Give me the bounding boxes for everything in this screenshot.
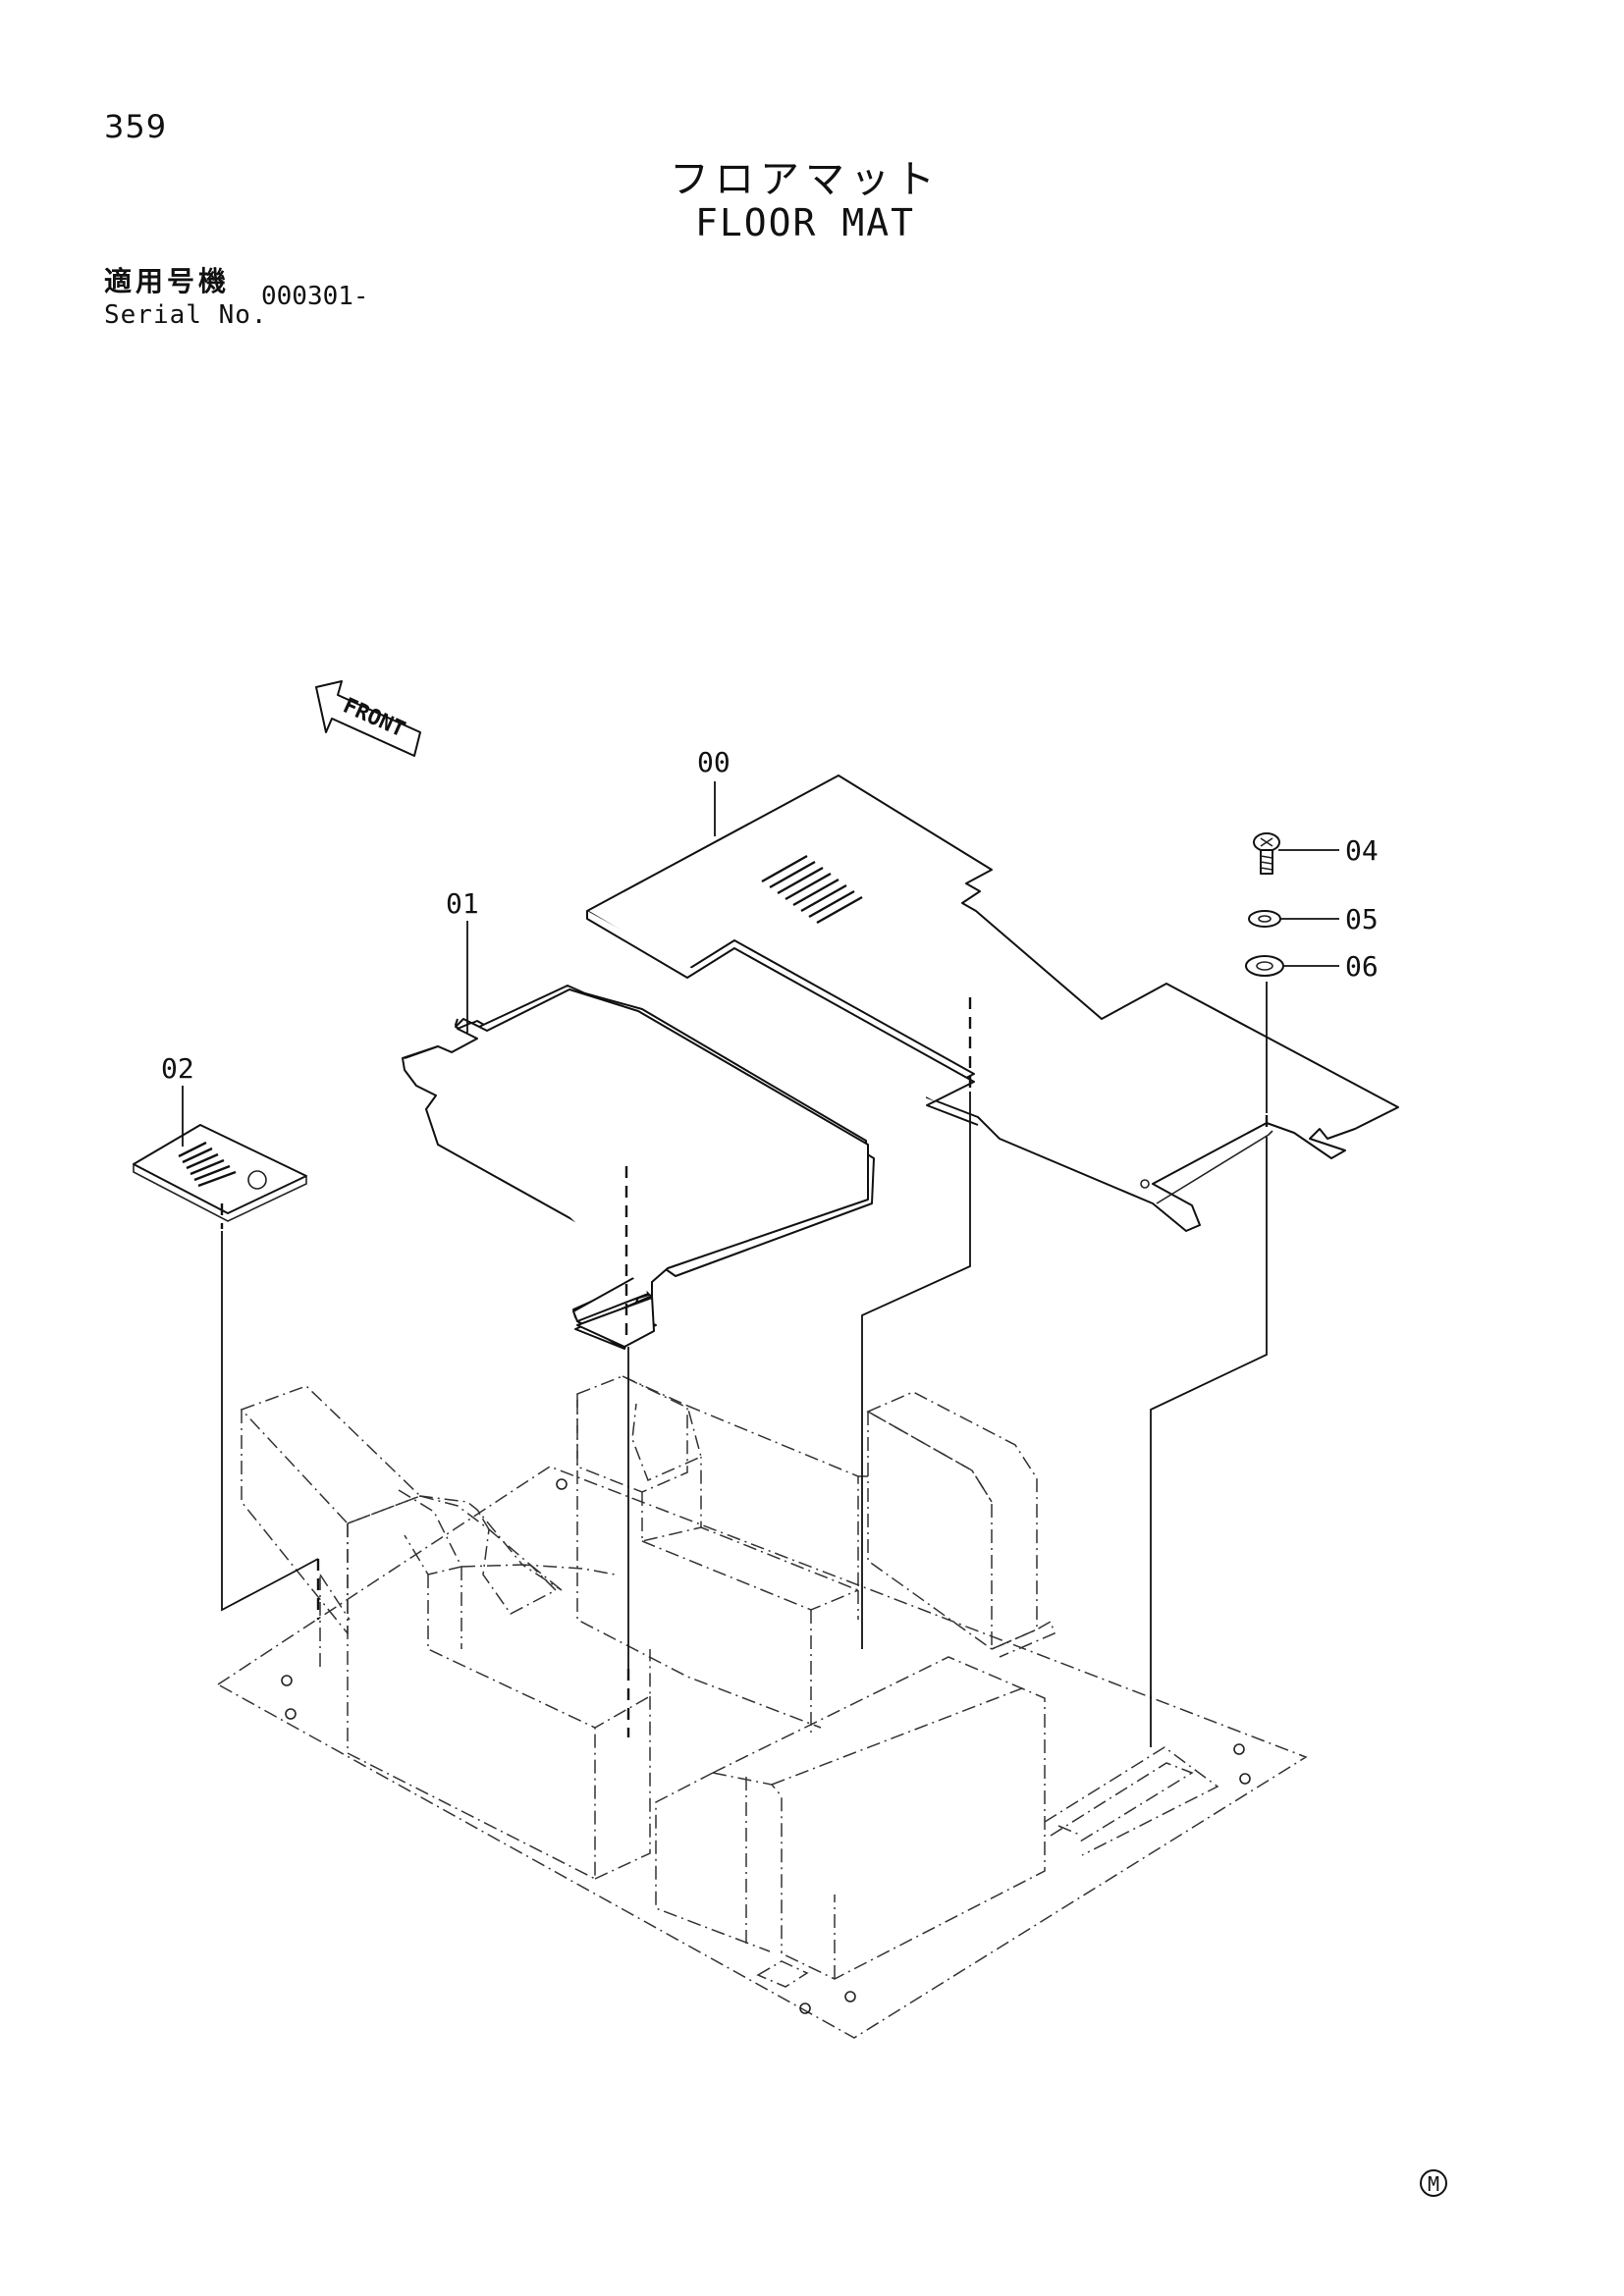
serial-label-english: Serial No. (104, 300, 268, 330)
part-02-grip-pattern (178, 1141, 237, 1188)
part-02-floor-mat (133, 1124, 307, 1222)
cab-floor-frame (216, 1375, 1308, 2039)
serial-number-range: 000301- (261, 282, 369, 311)
callout-labels: 00 01 02 04 05 06 (161, 746, 1379, 1085)
serial-label-japanese: 適用号機 (104, 265, 231, 297)
part-00-grip-pattern (761, 854, 863, 925)
part-01-outline (404, 988, 869, 1348)
callout-01: 01 (446, 887, 479, 920)
title-english: FLOOR MAT (695, 201, 915, 244)
callout-00: 00 (697, 746, 731, 778)
part-06-plain-washer (1245, 955, 1284, 977)
callout-06: 06 (1345, 950, 1379, 983)
title-japanese: フロアマット (670, 157, 941, 202)
assembly-lines (220, 982, 1269, 1747)
part-04-bolt (1253, 832, 1280, 875)
mark-letter: M (1428, 2172, 1439, 2196)
front-direction-arrow: FRONT (315, 680, 421, 757)
callout-04: 04 (1345, 834, 1379, 867)
leader-lines (182, 781, 1339, 1147)
circled-m-mark: M (1420, 2169, 1447, 2197)
part-05-spring-washer (1248, 910, 1281, 928)
page-number: 359 (104, 108, 168, 145)
callout-05: 05 (1345, 903, 1379, 935)
callout-02: 02 (161, 1052, 194, 1085)
